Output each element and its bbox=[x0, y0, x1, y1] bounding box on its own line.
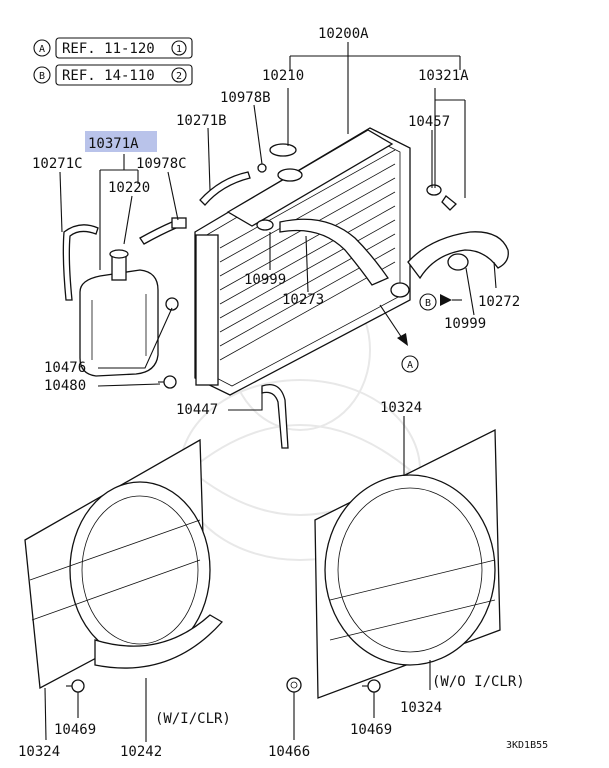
label-10242[interactable]: 10242 bbox=[120, 744, 162, 760]
nut-10466[interactable] bbox=[286, 677, 302, 693]
label-10273[interactable]: 10273 bbox=[282, 292, 324, 308]
clamp-10457[interactable] bbox=[426, 184, 457, 211]
diagram-code: 3KD1B55 bbox=[506, 740, 548, 751]
drain-hose-10447[interactable] bbox=[261, 383, 289, 449]
label-10220[interactable]: 10220 bbox=[108, 180, 150, 196]
ref-b-text: REF. 14-110 bbox=[62, 68, 155, 84]
ref-a-num: 1 bbox=[176, 44, 182, 55]
label-w-iclr: (W/I/CLR) bbox=[155, 711, 231, 727]
bolt-10480[interactable] bbox=[158, 375, 177, 389]
ref-a-text: REF. 11-120 bbox=[62, 41, 155, 57]
label-10999-b[interactable]: 10999 bbox=[444, 316, 486, 332]
bolt-10469-left[interactable] bbox=[66, 679, 85, 693]
label-10321a[interactable]: 10321A bbox=[418, 68, 469, 84]
label-10999-a[interactable]: 10999 bbox=[244, 272, 286, 288]
label-wo-iclr: (W/O I/CLR) bbox=[432, 674, 525, 690]
lower-shroud-10242[interactable] bbox=[94, 614, 224, 669]
bolt-10469-right[interactable] bbox=[362, 679, 381, 693]
label-10978c[interactable]: 10978C bbox=[136, 156, 187, 172]
fan-shroud-wo-iclr[interactable] bbox=[314, 428, 501, 699]
label-10447[interactable]: 10447 bbox=[176, 402, 218, 418]
label-10272[interactable]: 10272 bbox=[478, 294, 520, 310]
ref-a-letter: A bbox=[39, 44, 45, 55]
label-10466[interactable]: 10466 bbox=[268, 744, 310, 760]
label-10457[interactable]: 10457 bbox=[408, 114, 450, 130]
ref-box-b[interactable]: B REF. 14-110 2 bbox=[33, 64, 193, 86]
lower-hose-10272[interactable] bbox=[390, 231, 509, 298]
leader-lines bbox=[44, 42, 497, 742]
label-10324-upper[interactable]: 10324 bbox=[380, 400, 422, 416]
label-10476[interactable]: 10476 bbox=[44, 360, 86, 376]
label-10271b[interactable]: 10271B bbox=[176, 113, 227, 129]
mark-b: B bbox=[419, 293, 437, 311]
label-10469-left[interactable]: 10469 bbox=[54, 722, 96, 738]
label-10210[interactable]: 10210 bbox=[262, 68, 304, 84]
hose-10978c[interactable] bbox=[139, 217, 187, 245]
upper-hose-10273[interactable] bbox=[279, 218, 389, 286]
label-10469-right[interactable]: 10469 bbox=[350, 722, 392, 738]
part-labels: 10200A 10210 10321A 10978B 10271B 10457 … bbox=[18, 26, 548, 760]
label-10271c[interactable]: 10271C bbox=[32, 156, 83, 172]
ref-b-num: 2 bbox=[176, 71, 182, 82]
label-10324-right[interactable]: 10324 bbox=[400, 700, 442, 716]
fan-shroud-w-iclr[interactable] bbox=[24, 438, 211, 690]
label-10371a[interactable]: 10371A bbox=[88, 136, 139, 152]
svg-text:A: A bbox=[407, 360, 413, 371]
reservoir-tank-10371a[interactable] bbox=[79, 249, 159, 377]
radiator[interactable] bbox=[194, 127, 411, 396]
label-10200a[interactable]: 10200A bbox=[318, 26, 369, 42]
ref-box-a[interactable]: A REF. 11-120 1 bbox=[33, 37, 193, 59]
svg-text:B: B bbox=[425, 298, 431, 309]
bolt-10476[interactable] bbox=[165, 297, 179, 311]
mark-a: A bbox=[401, 355, 419, 373]
label-10324-left[interactable]: 10324 bbox=[18, 744, 60, 760]
label-10978b[interactable]: 10978B bbox=[220, 90, 271, 106]
highlight-10371a bbox=[85, 131, 157, 152]
label-10480[interactable]: 10480 bbox=[44, 378, 86, 394]
tube-10271c[interactable] bbox=[62, 224, 99, 301]
ref-b-letter: B bbox=[39, 71, 45, 82]
